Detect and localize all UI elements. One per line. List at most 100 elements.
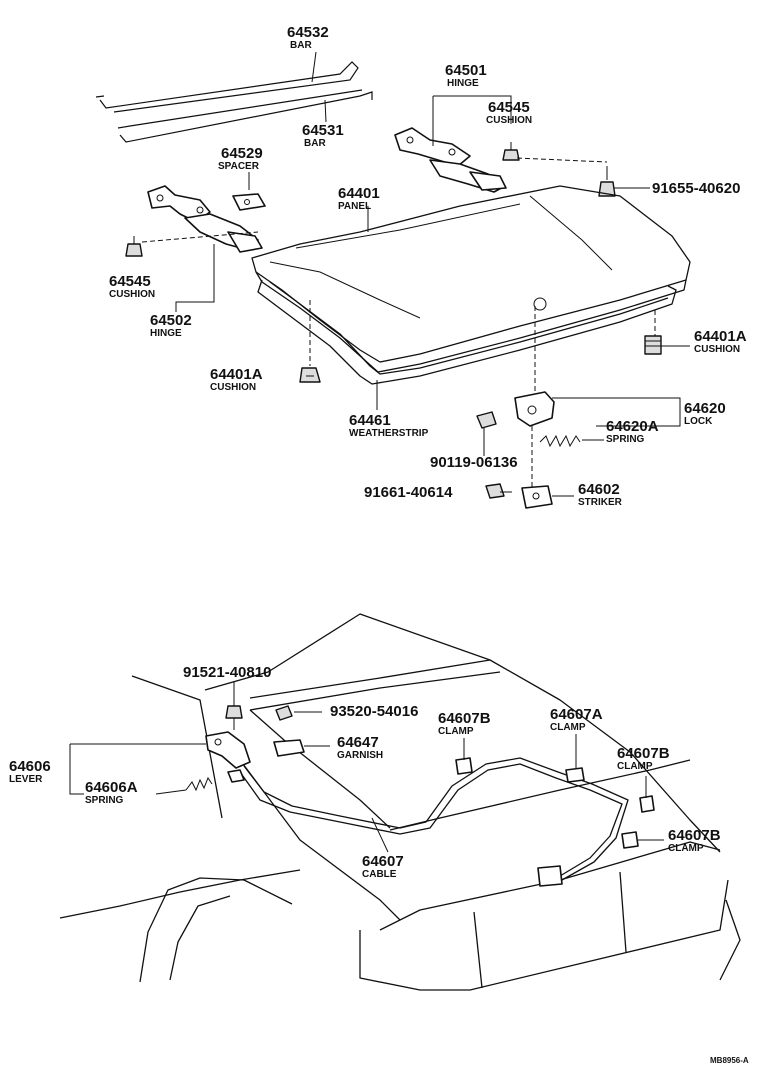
callout-64602: 64602 STRIKER bbox=[578, 481, 623, 508]
svg-text:64606A: 64606A bbox=[85, 779, 138, 796]
svg-text:BAR: BAR bbox=[304, 138, 326, 149]
svg-text:64620A: 64620A bbox=[606, 418, 659, 435]
svg-text:64647: 64647 bbox=[337, 734, 379, 751]
garnish-64647 bbox=[273, 739, 305, 757]
bolt-91655 bbox=[598, 166, 616, 197]
svg-text:64502: 64502 bbox=[150, 312, 192, 329]
spring-64620a bbox=[539, 434, 581, 448]
screw-93520 bbox=[275, 705, 293, 721]
clamp-64607a bbox=[565, 767, 585, 783]
clamp-64607b-2 bbox=[639, 795, 655, 813]
callout-64401a-right: 64401A CUSHION bbox=[694, 328, 747, 355]
cable-64607 bbox=[239, 757, 629, 881]
svg-text:CLAMP: CLAMP bbox=[550, 722, 586, 733]
callout-64607b-2: 64607B CLAMP bbox=[617, 745, 670, 772]
svg-text:WEATHERSTRIP: WEATHERSTRIP bbox=[349, 428, 429, 439]
callout-64401: 64401 PANEL bbox=[338, 185, 380, 212]
car-body bbox=[59, 613, 741, 991]
svg-text:CUSHION: CUSHION bbox=[210, 382, 256, 393]
svg-text:GARNISH: GARNISH bbox=[337, 750, 383, 761]
svg-text:91655-40620: 91655-40620 bbox=[652, 180, 740, 197]
hinge-64502 bbox=[147, 185, 263, 253]
svg-text:SPRING: SPRING bbox=[606, 434, 645, 445]
lower-assembly bbox=[59, 613, 741, 991]
svg-text:64607B: 64607B bbox=[438, 710, 491, 727]
callout-64545-lower: 64545 CUSHION bbox=[109, 273, 155, 300]
svg-text:SPACER: SPACER bbox=[218, 161, 260, 172]
callout-91655-40620: 91655-40620 bbox=[652, 180, 740, 197]
cushion-64401a-left bbox=[299, 367, 321, 383]
torsion-bar-64532 bbox=[95, 61, 359, 113]
callout-64531: 64531 BAR bbox=[302, 122, 344, 149]
figure-reference: MB8956-A bbox=[710, 1056, 749, 1065]
lock-lower bbox=[537, 865, 563, 887]
svg-text:CUSHION: CUSHION bbox=[694, 344, 740, 355]
callout-64529: 64529 SPACER bbox=[218, 145, 263, 172]
svg-text:64545: 64545 bbox=[109, 273, 151, 290]
callout-64606a: 64606A SPRING bbox=[85, 779, 138, 806]
svg-text:LEVER: LEVER bbox=[9, 774, 43, 785]
clamp-64607b-3 bbox=[621, 831, 639, 849]
trunk-lid-panel-64401 bbox=[251, 185, 691, 373]
svg-text:CLAMP: CLAMP bbox=[617, 761, 653, 772]
cushion-64401a-right bbox=[644, 335, 662, 355]
callout-91521-40810: 91521-40810 bbox=[183, 664, 271, 681]
svg-text:CLAMP: CLAMP bbox=[668, 843, 704, 854]
bolt-90119 bbox=[476, 411, 497, 429]
callout-64620: 64620 LOCK bbox=[684, 400, 726, 427]
callout-64401a-left: 64401A CUSHION bbox=[210, 366, 263, 393]
spring-64606a bbox=[185, 776, 213, 792]
svg-text:64607B: 64607B bbox=[617, 745, 670, 762]
svg-text:HINGE: HINGE bbox=[447, 78, 479, 89]
svg-text:64461: 64461 bbox=[349, 412, 391, 429]
callout-64607b-1: 64607B CLAMP bbox=[438, 710, 491, 737]
cushion-64545-right bbox=[502, 142, 520, 161]
lever-64606 bbox=[205, 731, 251, 783]
callout-64461: 64461 WEATHERSTRIP bbox=[349, 412, 429, 439]
callout-64606: 64606 LEVER bbox=[9, 758, 51, 785]
svg-text:64532: 64532 bbox=[287, 24, 329, 41]
torsion-bar-64531 bbox=[117, 89, 373, 143]
callout-64532: 64532 BAR bbox=[287, 24, 329, 51]
callout-64607a: 64607A CLAMP bbox=[550, 706, 603, 733]
cushion-64545-left bbox=[125, 236, 143, 257]
hinge-64501 bbox=[394, 127, 507, 193]
svg-text:CUSHION: CUSHION bbox=[486, 115, 532, 126]
svg-text:64529: 64529 bbox=[221, 145, 263, 162]
clamp-64607b-1 bbox=[455, 757, 473, 775]
svg-text:CLAMP: CLAMP bbox=[438, 726, 474, 737]
svg-text:HINGE: HINGE bbox=[150, 328, 182, 339]
leader-lines-lower bbox=[69, 682, 664, 853]
svg-text:CABLE: CABLE bbox=[362, 869, 397, 880]
callout-91661-40614: 91661-40614 bbox=[364, 484, 453, 501]
svg-text:64501: 64501 bbox=[445, 62, 487, 79]
spacer-64529 bbox=[232, 172, 266, 211]
svg-text:64607B: 64607B bbox=[668, 827, 721, 844]
svg-text:64401A: 64401A bbox=[210, 366, 263, 383]
callout-90119-06136: 90119-06136 bbox=[430, 454, 518, 471]
svg-text:64607: 64607 bbox=[362, 853, 404, 870]
svg-text:91661-40614: 91661-40614 bbox=[364, 484, 453, 501]
svg-text:64607A: 64607A bbox=[550, 706, 603, 723]
svg-text:64401A: 64401A bbox=[694, 328, 747, 345]
svg-text:64606: 64606 bbox=[9, 758, 51, 775]
striker-64602 bbox=[521, 485, 553, 509]
bolt-91521 bbox=[225, 694, 243, 730]
svg-text:BAR: BAR bbox=[290, 40, 312, 51]
callout-64502: 64502 HINGE bbox=[150, 312, 192, 339]
svg-text:64401: 64401 bbox=[338, 185, 380, 202]
svg-text:CUSHION: CUSHION bbox=[109, 289, 155, 300]
upper-assembly bbox=[95, 51, 691, 509]
svg-text:SPRING: SPRING bbox=[85, 795, 124, 806]
callout-64607: 64607 CABLE bbox=[362, 853, 404, 880]
svg-text:90119-06136: 90119-06136 bbox=[430, 454, 518, 471]
svg-text:91521-40810: 91521-40810 bbox=[183, 664, 271, 681]
callout-64620a: 64620A SPRING bbox=[606, 418, 659, 445]
svg-text:64531: 64531 bbox=[302, 122, 344, 139]
svg-text:LOCK: LOCK bbox=[684, 416, 713, 427]
svg-text:PANEL: PANEL bbox=[338, 201, 371, 212]
svg-text:64620: 64620 bbox=[684, 400, 726, 417]
leader-lines-upper bbox=[175, 51, 690, 497]
callout-64607b-3: 64607B CLAMP bbox=[668, 827, 721, 854]
